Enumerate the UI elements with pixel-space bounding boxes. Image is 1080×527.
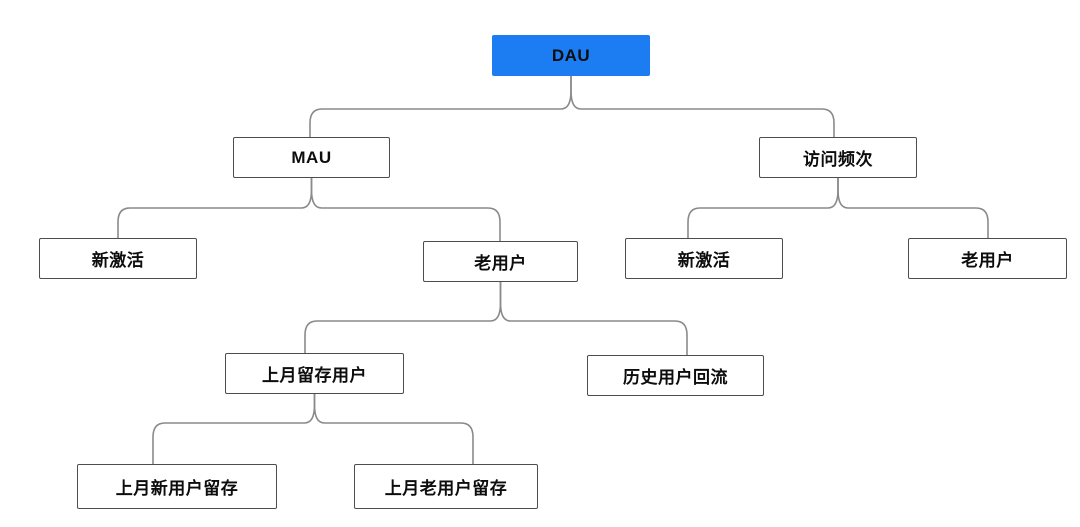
node-new-activation-left[interactable]: 新激活 <box>39 238 197 279</box>
node-label: DAU <box>551 45 591 65</box>
node-last-month-retained[interactable]: 上月留存用户 <box>225 353 404 394</box>
node-new-activation-right[interactable]: 新激活 <box>625 238 783 279</box>
edge-visit-frequency-to-old-users-right <box>837 177 989 239</box>
node-dau[interactable]: DAU <box>492 35 650 76</box>
node-last-month-new-retained[interactable]: 上月新用户留存 <box>77 464 277 509</box>
node-label: 新激活 <box>677 251 731 270</box>
edge-dau-to-visit-frequency <box>570 75 835 138</box>
node-history-user-return[interactable]: 历史用户回流 <box>587 355 764 396</box>
edge-old-users-middle-to-last-month-retained <box>304 281 502 354</box>
edge-last-month-retained-to-last-month-old-retained <box>313 393 474 465</box>
node-old-users-right[interactable]: 老用户 <box>908 238 1067 279</box>
node-label: 上月新用户留存 <box>115 479 239 498</box>
edge-last-month-retained-to-last-month-new-retained <box>152 393 316 465</box>
node-label: MAU <box>291 147 332 167</box>
node-old-users-middle[interactable]: 老用户 <box>423 241 578 282</box>
node-label: 上月老用户留存 <box>384 479 508 498</box>
node-label: 老用户 <box>961 251 1014 270</box>
edge-dau-to-mau <box>309 75 572 138</box>
edge-mau-to-new-activation-left <box>117 177 313 239</box>
node-label: 历史用户回流 <box>623 368 728 387</box>
edge-old-users-middle-to-history-user-return <box>499 281 688 356</box>
node-visit-frequency[interactable]: 访问频次 <box>759 137 917 178</box>
edge-mau-to-old-users-middle <box>310 177 501 242</box>
node-label: 新激活 <box>91 251 145 270</box>
node-label: 访问频次 <box>803 150 873 169</box>
node-label: 老用户 <box>474 254 527 273</box>
edge-visit-frequency-to-new-activation-right <box>687 177 839 239</box>
node-last-month-old-retained[interactable]: 上月老用户留存 <box>354 464 538 509</box>
node-mau[interactable]: MAU <box>233 137 390 178</box>
node-label: 上月留存用户 <box>262 366 367 385</box>
